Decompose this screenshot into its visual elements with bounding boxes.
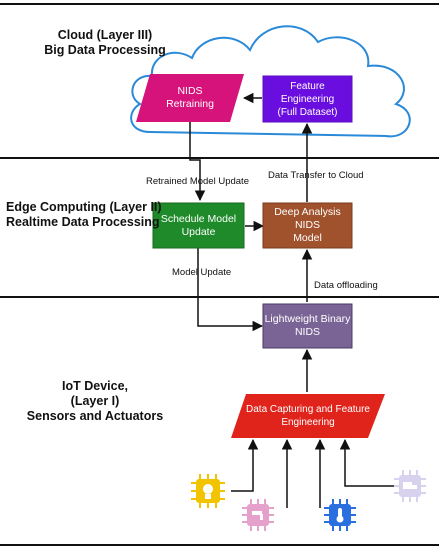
- retrained-model-update-label: Retrained Model Update: [146, 176, 249, 187]
- deep-analysis-nids-label-2: Model: [293, 232, 322, 244]
- iot-layer-number: (Layer I): [70, 394, 120, 408]
- feature-engineering-shape: [262, 75, 353, 123]
- tap-chip-icon: [242, 499, 274, 531]
- deep-analysis-nids-label-1: Deep Analysis NIDS: [274, 206, 341, 231]
- cloud-layer-label: Cloud (Layer III) Big Data Processing: [20, 28, 190, 58]
- thermometer-chip-icon: [324, 499, 356, 531]
- edge-layer-subtitle: Realtime Data Processing: [6, 215, 160, 229]
- lightweight-binary-nids-shape: [262, 303, 353, 349]
- edge-layer-title: Edge Computing (Layer II): [6, 200, 162, 214]
- iot-layer-label: IoT Device, (Layer I) Sensors and Actuat…: [20, 379, 170, 424]
- data-capturing-label-1: Data Capturing and Feature: [246, 404, 370, 415]
- device-4: [394, 470, 426, 502]
- nids-retraining-node: NIDS Retraining: [140, 74, 240, 122]
- iot-layer-subtitle: Sensors and Actuators: [26, 409, 164, 423]
- schedule-model-update-shape: [152, 202, 245, 249]
- feature-engineering-label-1: Feature Engineering: [280, 80, 335, 105]
- edge-layer-label: Edge Computing (Layer II) Realtime Data …: [6, 200, 162, 230]
- lightweight-binary-nids-label-1: Lightweight Binary: [264, 313, 351, 325]
- schedule-model-update-label-2: Update: [181, 225, 216, 238]
- edge-retraining-to-schedule: [189, 121, 206, 202]
- data-offloading-label: Data offloading: [314, 280, 378, 291]
- feature-engineering-label-2: (Full Dataset): [277, 106, 338, 118]
- iot-layer-title: IoT Device,: [62, 379, 128, 393]
- cloud-layer-subtitle: Big Data Processing: [44, 43, 166, 57]
- data-capturing-node: Data Capturing and Feature Engineering: [238, 394, 378, 438]
- schedule-model-update-node: Schedule Model Update: [153, 203, 244, 248]
- lightweight-binary-nids-node: Lightweight Binary NIDS: [263, 304, 352, 348]
- nids-retraining-label-2: Retraining: [166, 98, 214, 110]
- device-1: [191, 474, 225, 508]
- edge-device4-to-capturing: [339, 438, 395, 487]
- feature-engineering-node: Feature Engineering (Full Dataset): [263, 76, 352, 122]
- lightweight-binary-nids-label-2: NIDS: [294, 326, 321, 338]
- device-2: [242, 499, 274, 531]
- edge-device1-to-capturing: [231, 438, 259, 492]
- data-capturing-label-2: Engineering: [281, 417, 335, 428]
- lightbulb-chip-icon: [191, 474, 225, 508]
- edge-schedule-to-lightweight: [197, 247, 264, 332]
- data-transfer-to-cloud-label: Data Transfer to Cloud: [268, 170, 364, 181]
- device-3: [324, 499, 356, 531]
- nids-retraining-label-1: NIDS: [177, 85, 203, 97]
- model-update-label: Model Update: [172, 267, 232, 278]
- nids-retraining-shape: [136, 74, 244, 122]
- deep-analysis-nids-node: Deep Analysis NIDS Model: [263, 203, 352, 248]
- deep-analysis-nids-shape: [262, 202, 353, 249]
- truck-chip-icon: [394, 470, 426, 502]
- schedule-model-update-label-1: Schedule Model: [160, 212, 237, 225]
- data-capturing-shape: [231, 394, 385, 438]
- cloud-layer-title: Cloud (Layer III): [57, 28, 153, 42]
- cloud-shape: [130, 25, 411, 138]
